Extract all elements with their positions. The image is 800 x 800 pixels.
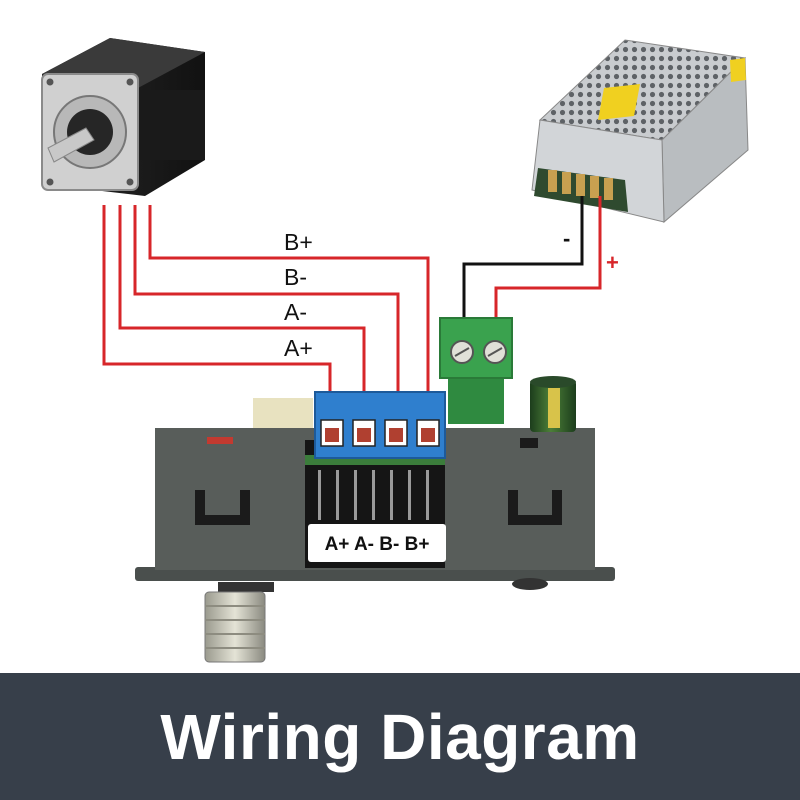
label-a-minus: A- [284,299,307,325]
connector-jack [204,578,548,663]
title-banner: Wiring Diagram [0,673,800,800]
motor-terminal-block [314,391,446,459]
terminal-label-plate [308,524,446,562]
wire-b-plus [148,205,430,430]
power-supply [531,39,749,224]
label-positive: + [606,250,619,275]
stepper-motor [41,38,205,196]
wire-negative [462,196,584,345]
wire-positive [494,196,602,345]
wire-a-minus [118,205,366,430]
power-terminal-block [439,317,513,424]
label-a-plus: A+ [284,335,313,361]
label-negative: - [563,226,570,251]
wire-b-minus [133,205,400,430]
terminal-label: A+ A- B- B+ [325,534,430,555]
banner-title: Wiring Diagram [160,700,640,773]
capacitor [530,376,576,432]
label-b-plus: B+ [284,229,313,255]
indicator-led [207,437,233,444]
label-b-minus: B- [284,264,307,290]
